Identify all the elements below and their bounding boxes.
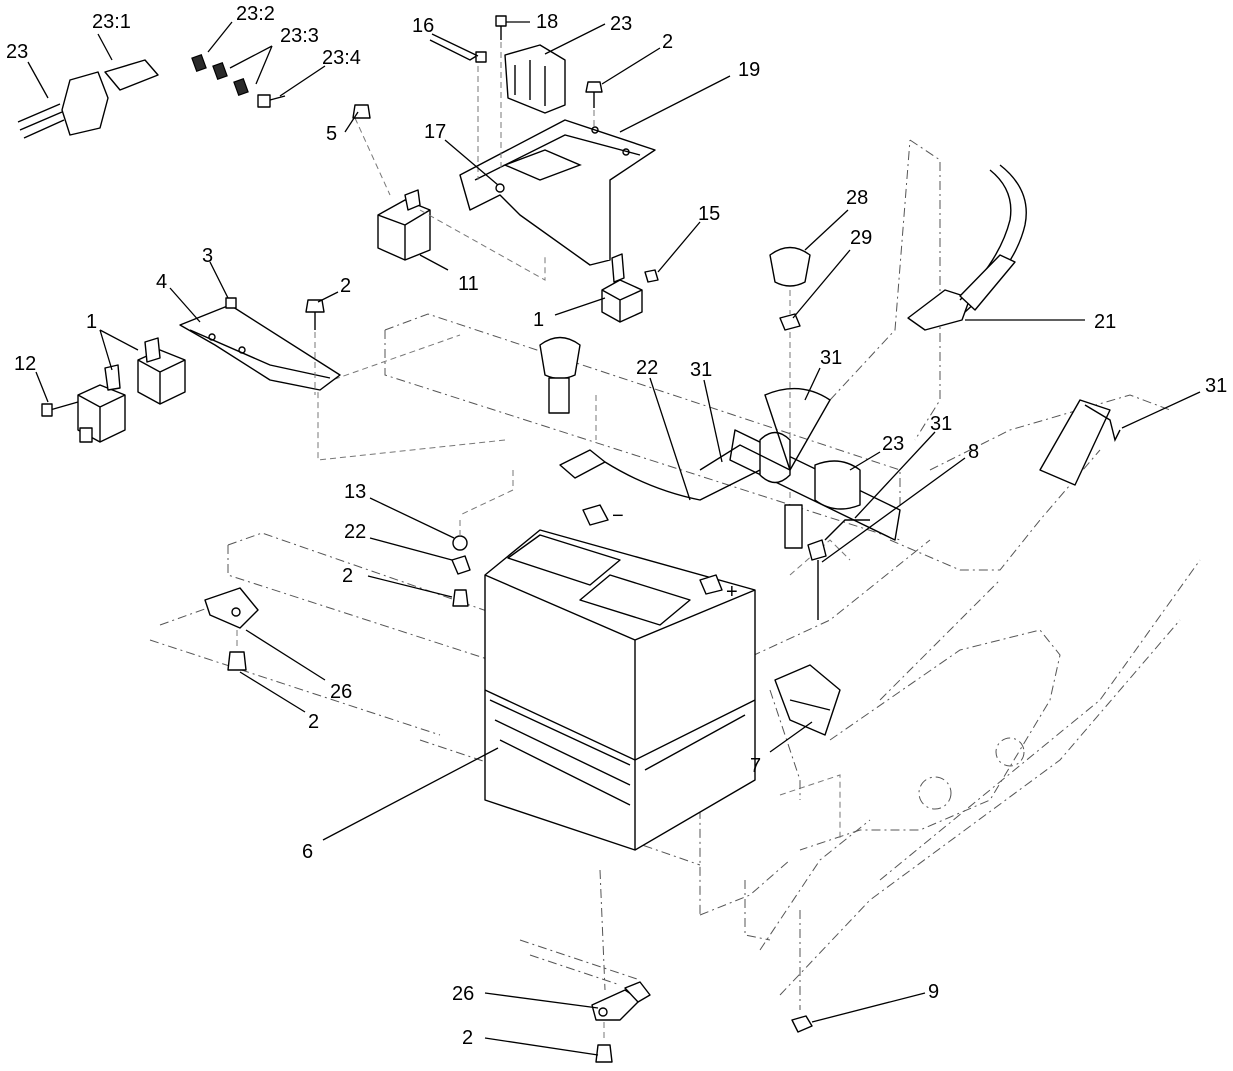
callout-8: 8	[968, 441, 979, 463]
callout-2-bottom: 2	[462, 1027, 473, 1049]
callout-17: 17	[424, 121, 446, 143]
screws-left	[41, 104, 371, 417]
callout-23-harness: 23	[6, 41, 28, 63]
battery: − +	[484, 504, 756, 851]
callout-28: 28	[846, 187, 868, 209]
hold-down-bracket	[774, 664, 841, 736]
callout-23-4: 23:4	[322, 47, 361, 69]
relay-1-left-b	[77, 364, 126, 443]
callout-23-3: 23:3	[280, 25, 319, 47]
mounting-bracket	[459, 119, 656, 266]
nut-9	[791, 1015, 813, 1033]
batt-mount-line	[459, 395, 597, 516]
callout-9: 9	[928, 981, 939, 1003]
battery-fasteners	[451, 520, 471, 607]
callout-2-battery: 2	[342, 565, 353, 587]
callout-1-left: 1	[86, 311, 97, 333]
callout-31-a: 31	[690, 359, 712, 381]
relay-11-mount-line	[354, 117, 546, 281]
battery-negative-mark: −	[612, 505, 624, 527]
callout-31-b: 31	[820, 347, 842, 369]
callout-22-cable: 22	[636, 357, 658, 379]
relay-1-left-a	[137, 337, 186, 405]
callout-31-d: 31	[1205, 375, 1227, 397]
clamp-bottom	[591, 981, 651, 1063]
leader-lines	[27, 21, 1201, 1056]
callout-6: 6	[302, 841, 313, 863]
callout-23-relay: 23	[610, 13, 632, 35]
relay-1-right	[601, 253, 659, 323]
relay-bracket-left	[179, 304, 341, 391]
callout-22-ring: 22	[344, 521, 366, 543]
callout-12: 12	[14, 353, 36, 375]
frame-phantom	[149, 139, 1201, 1010]
battery-cable	[907, 164, 1027, 331]
harness-tube	[699, 387, 901, 620]
callout-16: 16	[412, 15, 434, 37]
callout-23-2: 23:2	[236, 3, 275, 25]
callout-21: 21	[1094, 311, 1116, 333]
callout-2-left: 2	[308, 711, 319, 733]
callout-11: 11	[458, 273, 479, 295]
clamp-left	[204, 587, 259, 671]
callout-26-left: 26	[330, 681, 352, 703]
callout-labels: 23 23:1 23:2 23:3 23:4 16 18 23 2 19 5 1…	[6, 3, 1227, 1049]
relay-block-top	[504, 44, 566, 114]
battery-terminal-cable	[539, 336, 761, 501]
callout-1-right: 1	[533, 309, 544, 331]
callout-29: 29	[850, 227, 872, 249]
callout-23-1: 23:1	[92, 11, 131, 33]
callout-31-c: 31	[930, 413, 952, 435]
callout-2-top: 2	[662, 31, 673, 53]
fuse-block-assembly	[17, 53, 286, 139]
callout-4: 4	[156, 271, 167, 293]
relay-11	[377, 189, 431, 261]
right-cable-grommet	[1039, 399, 1121, 486]
callout-3: 3	[202, 245, 213, 267]
callout-5: 5	[326, 123, 337, 145]
fasteners-top	[429, 15, 603, 180]
battery-positive-mark: +	[726, 581, 738, 603]
callout-2-bracket: 2	[340, 275, 351, 297]
callout-7: 7	[750, 755, 761, 777]
battery-cap	[769, 246, 811, 500]
callout-19: 19	[738, 59, 760, 81]
callout-18: 18	[536, 11, 558, 33]
callout-13: 13	[344, 481, 366, 503]
callout-23-tube: 23	[882, 433, 904, 455]
callout-26-bottom: 26	[452, 983, 474, 1005]
callout-15: 15	[698, 203, 720, 225]
